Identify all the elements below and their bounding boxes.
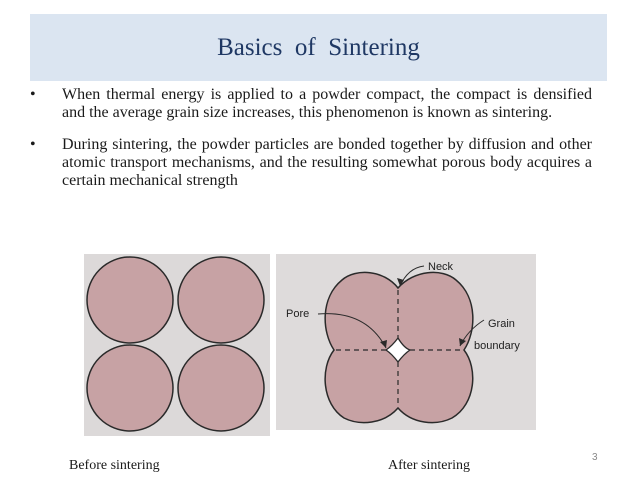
caption-after: After sintering [388,458,471,473]
bullet-text: When thermal energy is applied to a powd… [62,86,592,121]
bullet-text: During sintering, the powder particles a… [62,136,592,189]
neck-label: Neck [428,261,454,273]
particle-circle [177,256,265,344]
arrow-head-icon [459,338,466,346]
before-sintering-figure [84,254,270,436]
particle-circle [86,256,174,344]
bullet-item: • During sintering, the powder particles… [26,136,592,190]
after-sintering-figure: Neck Pore Grain boundary [276,254,536,430]
title-bar: Basics of Sintering [30,14,607,81]
slide-title: Basics of Sintering [217,33,420,61]
bullet-dot-icon: • [30,136,36,153]
four-particles-image [86,256,265,432]
pore-label: Pore [286,308,309,320]
grain-label: Grain [488,318,515,330]
boundary-label: boundary [474,340,520,352]
bullet-dot-icon: • [30,86,36,103]
caption-before: Before sintering [69,458,160,473]
sintered-particles-image: Neck Pore Grain boundary [286,261,520,424]
particle-circle [177,344,265,432]
pore-arrow [317,313,387,349]
bullet-list: • When thermal energy is applied to a po… [26,86,592,190]
bullet-item: • When thermal energy is applied to a po… [26,86,592,122]
particle-circle [86,344,174,432]
slide-number: 3 [592,452,598,463]
pore-shape [384,336,412,364]
arrow-head-icon [397,278,404,286]
arrow-head-icon [380,340,387,348]
